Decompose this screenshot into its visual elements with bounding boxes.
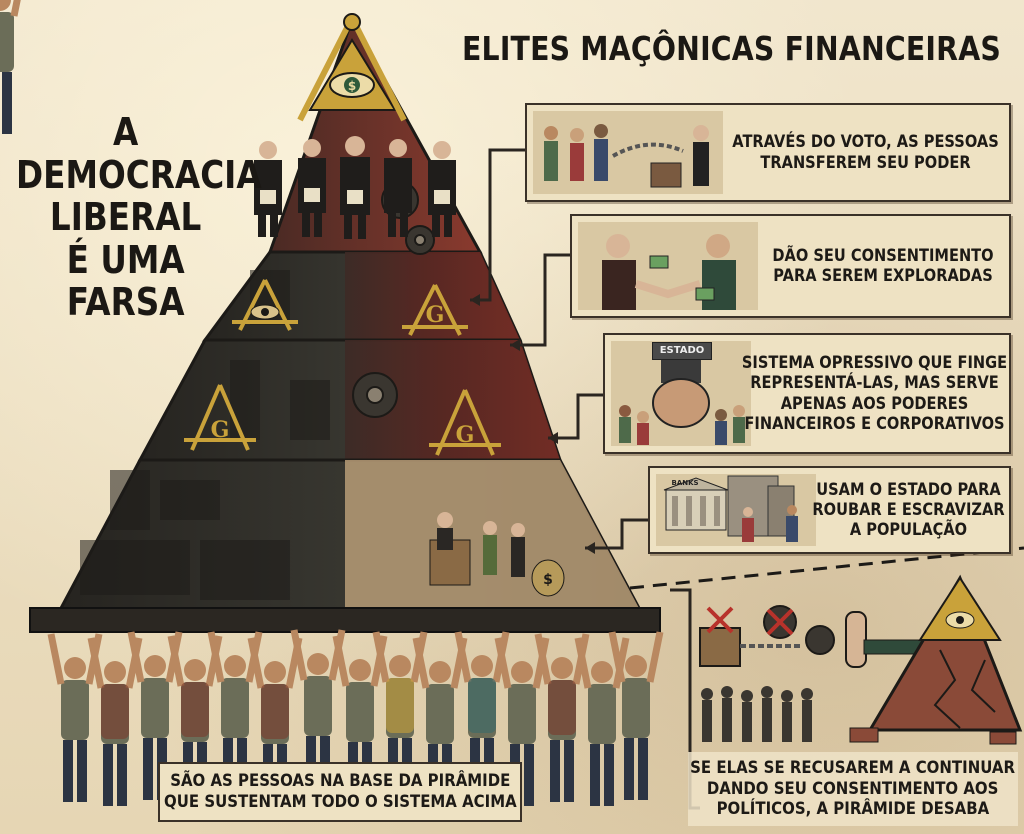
masonic-symbols: [184, 279, 501, 456]
panel-line: FINANCEIROS E CORPORATIVOS: [744, 413, 1005, 434]
caption-line: SÃO AS PESSOAS NA BASE DA PIRÂMIDE: [169, 770, 511, 791]
estado-label: ESTADO: [652, 342, 712, 360]
crowd-shirts: [101, 678, 576, 739]
panel-line: ATRAVÉS DO VOTO, AS PESSOAS: [732, 132, 999, 153]
panel-line: A POPULAÇÃO: [849, 520, 968, 541]
caption-line: SE ELAS SE RECUSAREM A CONTINUAR: [690, 757, 1016, 778]
page-title: ELITES MAÇÔNICAS FINANCEIRAS: [462, 29, 1001, 68]
g-symbol: G: [456, 422, 475, 448]
info-panel-state: SISTEMA OPRESSIVO QUE FINGE REPRESENTÁ-L…: [603, 333, 1011, 454]
info-panel-vote: ATRAVÉS DO VOTO, AS PESSOAS TRANSFEREM S…: [525, 103, 1011, 202]
crowd-people: [0, 0, 21, 134]
panel-line: SISTEMA OPRESSIVO QUE FINGE: [741, 353, 1008, 374]
panel-line: USAM O ESTADO PARA: [816, 479, 1001, 500]
g-symbol: G: [211, 417, 230, 443]
refusal-caption: SE ELAS SE RECUSAREM A CONTINUAR DANDO S…: [688, 752, 1018, 826]
side-headline-line: A DEMOCRACIA: [16, 110, 262, 197]
refusal-scene: [699, 605, 925, 668]
panel-line: REPRESENTÁ-LAS, MAS SERVE: [750, 373, 999, 394]
svg-text:$: $: [543, 572, 553, 588]
panel-line: ROUBAR E ESCRAVIZAR: [812, 499, 1005, 520]
panel-line: APENAS AOS PODERES: [780, 393, 969, 414]
panel-line: DÃO SEU CONSENTIMENTO: [772, 245, 994, 266]
bank-label: BANKS: [671, 479, 699, 487]
vote-chain-icon: [533, 111, 723, 194]
side-headline-line: LIBERAL: [49, 195, 202, 240]
eye-symbol: [250, 304, 280, 320]
arrowheads: [470, 294, 595, 554]
caption-line: QUE SUSTENTAM TODO O SISTEMA ACIMA: [163, 792, 517, 812]
dashed-divider: [629, 546, 1024, 590]
pyramid-base-slab: [29, 607, 661, 633]
walking-people: [701, 686, 813, 742]
side-headline-line: É UMA FARSA: [66, 237, 185, 325]
caption-line: DANDO SEU CONSENTIMENTO AOS: [707, 778, 999, 799]
panel-line: TRANSFEREM SEU PODER: [760, 152, 971, 173]
info-panel-consent: DÃO SEU CONSENTIMENTO PARA SEREM EXPLORA…: [570, 214, 1011, 318]
collapsing-pyramid: [849, 574, 1023, 745]
factory-silhouettes: [80, 270, 330, 600]
side-headline: A DEMOCRACIA LIBERAL É UMA FARSA: [16, 110, 262, 325]
all-seeing-eye-icon: $: [297, 13, 407, 122]
panel-text: USAM O ESTADO PARA ROUBAR E ESCRAVIZAR A…: [812, 468, 1004, 552]
panel-text: DÃO SEU CONSENTIMENTO PARA SEREM EXPLORA…: [772, 216, 993, 316]
panel-line: PARA SEREM EXPLORADAS: [773, 266, 993, 286]
base-caption: SÃO AS PESSOAS NA BASE DA PIRÂMIDE QUE S…: [158, 762, 522, 822]
panel-text: ATRAVÉS DO VOTO, AS PESSOAS TRANSFEREM S…: [732, 105, 998, 200]
scene-corruption: $: [429, 512, 565, 597]
svg-text:$: $: [348, 79, 356, 93]
elite-figures: [254, 136, 456, 239]
panel-text: SISTEMA OPRESSIVO QUE FINGE REPRESENTÁ-L…: [742, 335, 1007, 452]
g-symbol: G: [426, 302, 445, 328]
handshake-icon: [578, 222, 758, 310]
bank-icon: [656, 474, 816, 546]
info-panel-enslave: USAM O ESTADO PARA ROUBAR E ESCRAVIZAR A…: [648, 466, 1011, 554]
caption-line: POLÍTICOS, A PIRÂMIDE DESABA: [716, 799, 990, 820]
